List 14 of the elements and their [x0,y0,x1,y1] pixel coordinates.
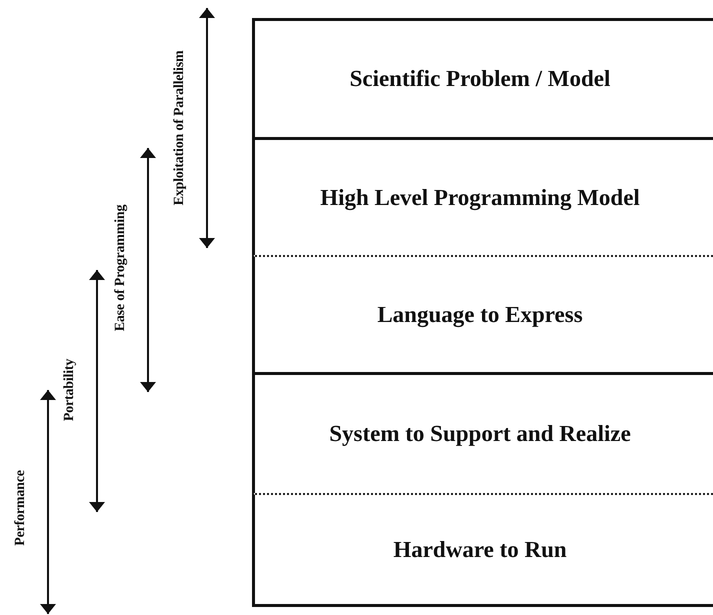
layer-band [252,372,713,493]
layer-label: System to Support and Realize [329,421,632,447]
axis-label: Performance [13,470,29,546]
layer-label: High Level Programming Model [320,184,641,210]
layer-label: Scientific Problem / Model [350,66,612,92]
axis-label: Exploitation of Parallelism [172,50,188,206]
layer-band [252,493,713,607]
layer-band [252,137,713,255]
layer-label: Hardware to Run [393,536,568,562]
layer-band [252,18,713,137]
layer-band [252,255,713,372]
axis-label: Portability [62,358,78,422]
axis-label: Ease of Programming [113,204,129,332]
layer-label: Language to Express [377,302,584,328]
